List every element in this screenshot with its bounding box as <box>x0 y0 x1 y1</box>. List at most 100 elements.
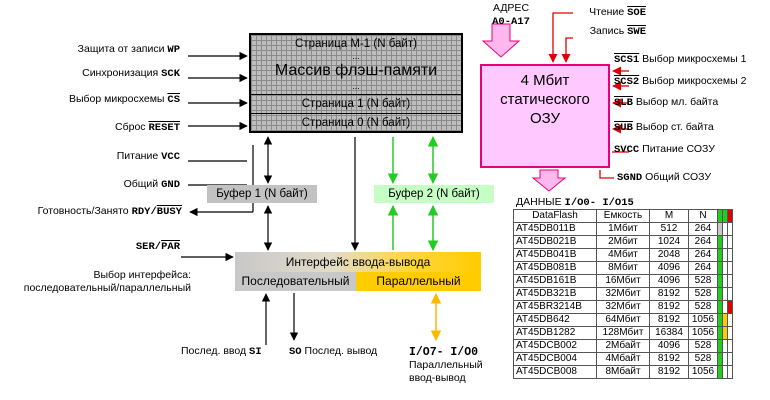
label-svcc: SVCC Питание СОЗУ <box>614 143 715 157</box>
header-dataflash: DataFlash <box>513 209 597 223</box>
cell-m: 512 <box>649 222 689 236</box>
write-text: Запись <box>589 25 625 37</box>
cell-n: 528 <box>688 352 718 366</box>
cell-m: 1024 <box>649 235 689 249</box>
cell-capacity: 8Мбайт <box>596 365 650 379</box>
cell-name: AT45DCB008 <box>513 365 597 379</box>
cell-swatch-3 <box>727 365 733 379</box>
header-swatch-3 <box>727 209 733 223</box>
flash-page-0: Страница 0 (N байт) <box>301 117 411 129</box>
label-slb: SLB Выбор мл. байта <box>614 96 718 110</box>
svcc-signal: SVCC <box>614 144 640 156</box>
scs2-signal: SCS2 <box>614 76 640 88</box>
label-address: АДРЕС A0-A17 <box>487 2 535 29</box>
label-gnd: Общий GND <box>10 178 180 192</box>
address-line1: АДРЕС <box>492 2 530 14</box>
label-ser-par: SER/PAR <box>100 240 180 254</box>
io-line1: Параллельный <box>409 359 483 371</box>
label-sgnd: SGND Общий СОЗУ <box>617 171 711 185</box>
slb-signal: SLB <box>614 97 633 109</box>
io-signal: I/O7- I/O0 <box>409 346 479 359</box>
vcc-text: Питание <box>116 150 159 162</box>
cell-m: 4096 <box>649 261 689 275</box>
svcc-text: Питание СОЗУ <box>642 143 715 155</box>
cell-capacity: 64Мбит <box>596 313 650 327</box>
cell-swatch-3 <box>727 274 733 288</box>
sram-line2: статического <box>500 91 590 108</box>
read-signal: SOE <box>627 7 646 19</box>
cell-name: AT45DCB002 <box>513 339 597 353</box>
cell-m: 4096 <box>649 274 689 288</box>
cell-name: AT45DB1282 <box>513 326 597 340</box>
cell-swatch-3 <box>727 222 733 236</box>
rdy-busy-text: Готовность/Занято <box>37 205 129 217</box>
label-write: Запись SWE <box>560 25 646 39</box>
cell-swatch-3 <box>727 300 733 314</box>
write-signal: SWE <box>627 26 646 38</box>
scs1-text: Выбор микросхемы 1 <box>642 53 747 65</box>
iface-select-line1: Выбор интерфейса: <box>93 269 191 281</box>
si-signal: SI <box>249 346 262 358</box>
sck-signal: SCK <box>161 68 180 80</box>
cell-swatch-3 <box>727 235 733 249</box>
wp-text: Защита от записи <box>77 43 165 55</box>
cell-capacity: 2Мбайт <box>596 339 650 353</box>
label-reset: Сброс RESET <box>10 121 180 135</box>
address-arrow <box>481 23 521 58</box>
cell-capacity: 32Мбит <box>596 287 650 301</box>
cell-n: 528 <box>688 300 718 314</box>
cell-capacity: 4Мбит <box>596 248 650 262</box>
cell-name: AT45DB011B <box>513 222 597 236</box>
flash-separator-2 <box>251 113 461 114</box>
cell-n: 528 <box>688 274 718 288</box>
sck-text: Синхронизация <box>82 67 159 79</box>
so-signal: SO <box>289 346 302 358</box>
label-scs2: SCS2 Выбор микросхемы 2 <box>614 75 746 89</box>
cell-capacity: 1Мбит <box>596 222 650 236</box>
label-sub: SUB Выбор ст. байта <box>614 121 714 135</box>
cell-n: 528 <box>688 339 718 353</box>
cell-capacity: 2Мбит <box>596 235 650 249</box>
table-header-row: DataFlash Емкость M N <box>513 209 733 223</box>
cell-n: 264 <box>688 222 718 236</box>
header-m: M <box>649 209 689 223</box>
iface-select-line2: последовательный/параллельный <box>23 282 191 294</box>
label-read: Чтение SOE <box>560 6 646 20</box>
cell-name: AT45DB642 <box>513 313 597 327</box>
vcc-signal: VCC <box>161 151 180 163</box>
reset-signal: RESET <box>148 122 180 134</box>
cell-name: AT45DB321B <box>513 287 597 301</box>
label-scs1: SCS1 Выбор микросхемы 1 <box>614 53 746 67</box>
cell-name: AT45DB041B <box>513 248 597 262</box>
cell-m: 16384 <box>649 326 689 340</box>
sram-line1: 4 Мбит <box>520 72 570 89</box>
par-signal: PAR <box>161 241 180 253</box>
cell-capacity: 8Мбит <box>596 261 650 275</box>
iface-serial: Последовательный <box>235 272 356 291</box>
flash-page-1: Страница 1 (N байт) <box>301 98 411 110</box>
cell-m: 8192 <box>649 287 689 301</box>
cell-capacity: 32Мбит <box>596 300 650 314</box>
busy-signal: BUSY <box>156 206 182 218</box>
cell-n: 528 <box>688 287 718 301</box>
scs2-text: Выбор микросхемы 2 <box>642 75 747 87</box>
cell-m: 4096 <box>649 339 689 353</box>
label-iface-select: Выбор интерфейса: последовательный/парал… <box>0 269 191 295</box>
label-vcc: Питание VCC <box>10 150 180 164</box>
cell-n: 1056 <box>688 365 718 379</box>
cell-name: AT45DCB004 <box>513 352 597 366</box>
cell-m: 8192 <box>649 300 689 314</box>
sgnd-text: Общий СОЗУ <box>645 171 712 183</box>
cell-m: 2048 <box>649 248 689 262</box>
io-interface: Интерфейс ввода-вывода Последовательный … <box>235 252 481 291</box>
iface-title: Интерфейс ввода-вывода <box>235 252 481 272</box>
